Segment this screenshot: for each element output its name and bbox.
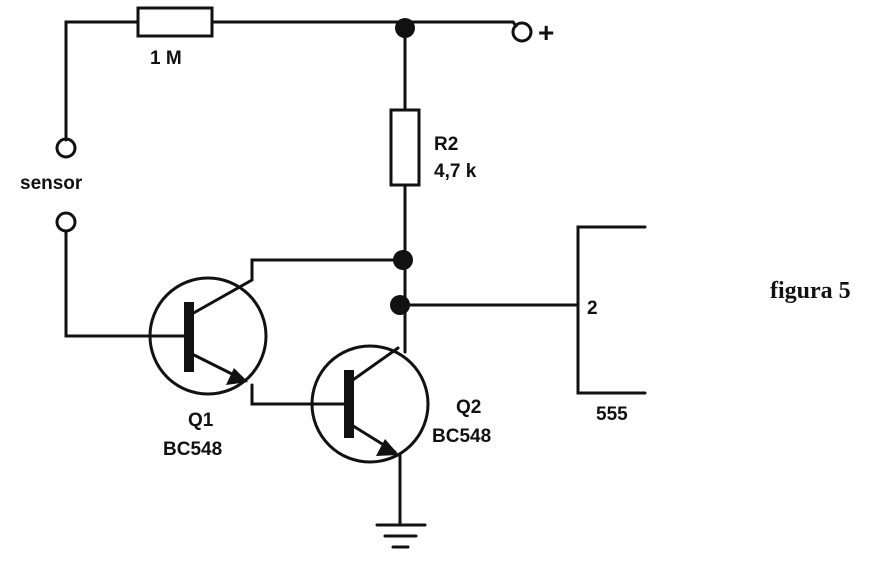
sensor-terminal-top xyxy=(55,137,77,159)
sensor-label: sensor xyxy=(20,173,83,194)
wire-q1-collector xyxy=(188,258,407,317)
q2-type-label: BC548 xyxy=(432,426,491,447)
r1-value-label: 1 M xyxy=(150,48,182,69)
transistor-q2 xyxy=(310,344,430,464)
junction-pin2 xyxy=(390,295,410,315)
wire-sensor-to-q1-base xyxy=(64,229,192,338)
sensor-terminal-bottom xyxy=(55,211,77,233)
r2-value-label: 4,7 k xyxy=(434,161,477,182)
q2-emitter-arrow xyxy=(376,439,399,456)
ic-name-label: 555 xyxy=(596,404,628,425)
junction-top xyxy=(395,18,415,38)
q2-base-bar xyxy=(344,370,354,438)
plus-label: + xyxy=(538,17,554,48)
ic-555-outline xyxy=(576,225,647,395)
wire-top-left xyxy=(64,20,140,142)
wire-plus-lead xyxy=(511,20,518,28)
transistor-q1 xyxy=(148,276,268,396)
junction-q1-collector xyxy=(393,250,413,270)
r2-name-label: R2 xyxy=(434,134,458,155)
figure-label: figura 5 xyxy=(770,278,851,304)
q1-type-label: BC548 xyxy=(163,439,222,460)
resistor-r1 xyxy=(136,6,214,38)
q1-name-label: Q1 xyxy=(188,410,214,431)
q1-base-bar xyxy=(184,302,194,372)
q2-collector xyxy=(348,346,400,384)
plus-terminal xyxy=(511,21,533,43)
ic-pin-label: 2 xyxy=(587,298,598,319)
wire-q1-emitter-to-q2-base xyxy=(250,383,348,406)
resistor-r2 xyxy=(389,108,421,187)
q2-name-label: Q2 xyxy=(456,397,481,418)
q1-emitter-arrow xyxy=(226,368,248,385)
